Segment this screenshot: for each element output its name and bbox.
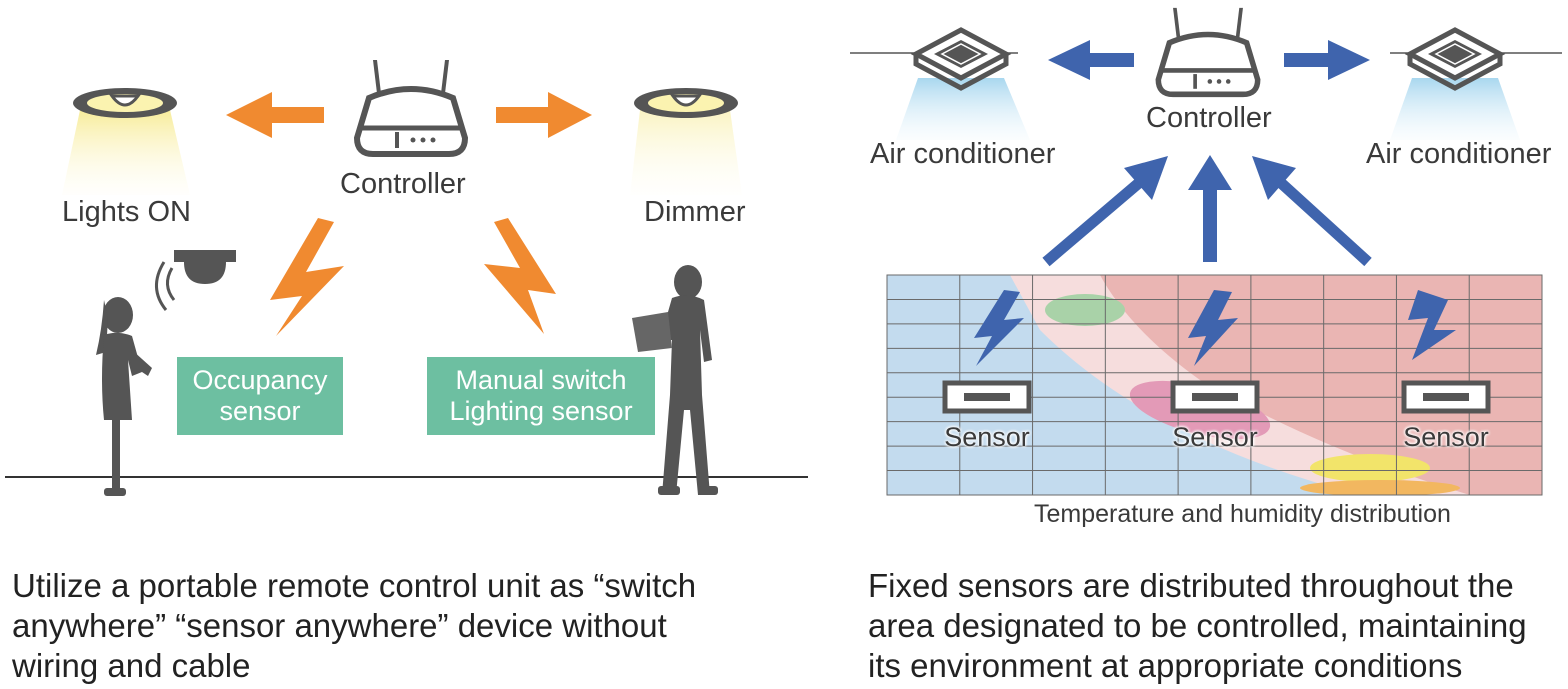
occupancy-box-line2: sensor — [219, 396, 301, 426]
manual-box-line2: Lighting sensor — [449, 396, 633, 426]
left-caption-line2: anywhere” “sensor anywhere” device witho… — [12, 607, 667, 644]
ac-left-label: Air conditioner — [870, 138, 1056, 170]
right-caption-line3: its environment at appropriate condition… — [868, 647, 1463, 684]
right-caption-line1: Fixed sensors are distributed throughout… — [868, 567, 1514, 604]
lightning-bolt-right-icon — [484, 218, 556, 334]
occupancy-box-line1: Occupancy — [192, 365, 328, 395]
blue-arrow-left-icon — [1048, 40, 1134, 80]
ceiling-light-on-icon — [62, 88, 190, 195]
occupancy-sensor-box: Occupancy sensor — [177, 357, 343, 435]
blue-arrow-up-right-icon — [1252, 156, 1372, 267]
distribution-label: Temperature and humidity distribution — [1034, 500, 1451, 528]
manual-switch-box: Manual switch Lighting sensor — [427, 357, 655, 435]
manual-box-line1: Manual switch — [455, 365, 627, 395]
left-caption-line3: wiring and cable — [12, 647, 251, 684]
lights-on-label: Lights ON — [62, 196, 191, 228]
controller-router-icon — [357, 60, 465, 154]
sensor-device-2-icon — [1173, 383, 1257, 411]
sensor-device-1-icon — [945, 383, 1029, 411]
sensor-label-1: Sensor — [944, 422, 1030, 452]
lightning-bolt-left-icon — [270, 218, 344, 336]
orange-arrow-left-icon — [226, 92, 324, 138]
blue-arrow-up-icon — [1188, 155, 1232, 262]
right-caption: Fixed sensors are distributed throughout… — [868, 566, 1558, 686]
ac-right-label: Air conditioner — [1366, 138, 1552, 170]
left-caption: Utilize a portable remote control unit a… — [12, 566, 752, 686]
blue-bolt-2-icon — [1188, 290, 1238, 366]
controller-label-left: Controller — [340, 168, 466, 200]
right-caption-line2: area designated to be controlled, mainta… — [868, 607, 1527, 644]
man-silhouette-icon — [632, 265, 718, 495]
blue-bolt-3-icon — [1408, 290, 1456, 360]
sensor-label-2: Sensor — [1172, 422, 1258, 452]
left-caption-line1: Utilize a portable remote control unit a… — [12, 567, 697, 604]
blue-bolt-1-icon — [974, 290, 1024, 366]
blue-arrow-up-left-icon — [1042, 156, 1168, 267]
sensor-device-3-icon — [1404, 383, 1488, 411]
air-conditioner-left-icon — [896, 30, 1030, 140]
controller-router-icon — [1158, 8, 1257, 94]
controller-label-right: Controller — [1146, 102, 1272, 134]
orange-arrow-right-icon — [496, 92, 592, 138]
blue-arrow-right-icon — [1284, 40, 1370, 80]
woman-silhouette-icon — [96, 297, 152, 496]
dimmer-label: Dimmer — [644, 196, 746, 228]
occupancy-sensor-device-icon — [155, 250, 236, 311]
sensor-label-3: Sensor — [1403, 422, 1489, 452]
air-conditioner-right-icon — [1390, 30, 1520, 140]
ceiling-light-dimmer-icon — [630, 88, 742, 195]
